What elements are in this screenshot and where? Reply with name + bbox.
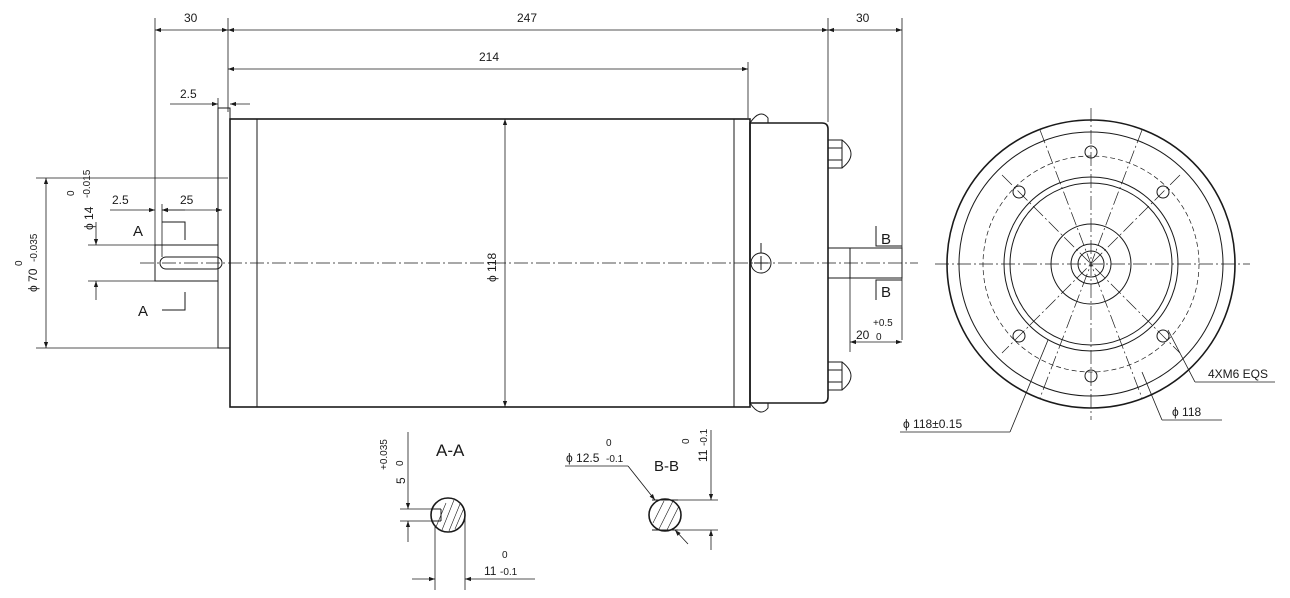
terminal-bottom (827, 361, 852, 391)
dim-20-tol-up: +0.5 (873, 318, 893, 329)
section-b-top-label: B (881, 231, 891, 248)
dim-247: 247 (517, 11, 537, 25)
dim-11-b-tol-up: 0 (681, 438, 692, 444)
dim-2-5-flange: 2.5 (180, 87, 197, 101)
dim-phi-70-tol-up: 0 (14, 260, 25, 266)
dim-key-5-tol-lo: 0 (395, 460, 406, 466)
dim-key-5-tol-up: +0.035 (379, 439, 390, 470)
section-b-b: B-B ϕ 12.5 0 -0.1 11 0 -0.1 (565, 428, 718, 550)
dim-key-5: 5 (394, 477, 408, 484)
section-a-top-label: A (133, 223, 143, 240)
dim-phi-70: ϕ 70 (26, 268, 40, 292)
dim-11-b: 11 (696, 449, 710, 462)
holes-callout: 4XM6 EQS (1208, 367, 1268, 381)
section-bb-title: B-B (654, 458, 679, 475)
front-view: 4XM6 EQS ϕ 118 ϕ 118±0.15 (900, 108, 1275, 433)
dim-phi-118-body: ϕ 118 (485, 252, 499, 282)
dim-phi-12-5: ϕ 12.5 (566, 451, 600, 465)
dim-30-right: 30 (856, 11, 870, 25)
dim-phi-70-tol-lo: -0.035 (29, 233, 40, 262)
section-a-a: A-A 5 +0.035 0 11 0 -0.1 (379, 432, 535, 590)
dim-20: 20 (856, 328, 870, 342)
section-aa-title: A-A (436, 441, 465, 460)
side-view: 30 247 30 214 2.5 (14, 11, 918, 413)
dim-11-b-tol-lo: -0.1 (699, 428, 710, 446)
dim-25: 25 (180, 193, 194, 207)
dim-214: 214 (479, 50, 499, 64)
section-b-bottom-label: B (881, 284, 891, 301)
dim-2-5-key: 2.5 (112, 193, 129, 207)
dim-phi-12-5-tol-up: 0 (606, 438, 612, 449)
dim-phi-12-5-tol-lo: -0.1 (606, 454, 624, 465)
dim-phi-14: ϕ 14 (82, 206, 96, 230)
dim-11-a-tol-lo: -0.1 (500, 567, 518, 578)
dim-phi-118-tol: ϕ 118±0.15 (903, 417, 962, 431)
dim-30-left: 30 (184, 11, 198, 25)
dim-phi-118-pcd: ϕ 118 (1172, 405, 1202, 419)
terminal-top (827, 139, 852, 169)
dim-11-a-tol-up: 0 (502, 550, 508, 561)
dim-11-a: 11 (484, 564, 497, 578)
mounting-holes (1012, 185, 1170, 343)
section-a-bottom-label: A (138, 303, 148, 320)
dim-phi-14-tol-up: 0 (66, 190, 77, 196)
dim-phi-14-tol-lo: -0.015 (82, 169, 93, 198)
dim-20-tol-lo: 0 (876, 332, 882, 343)
